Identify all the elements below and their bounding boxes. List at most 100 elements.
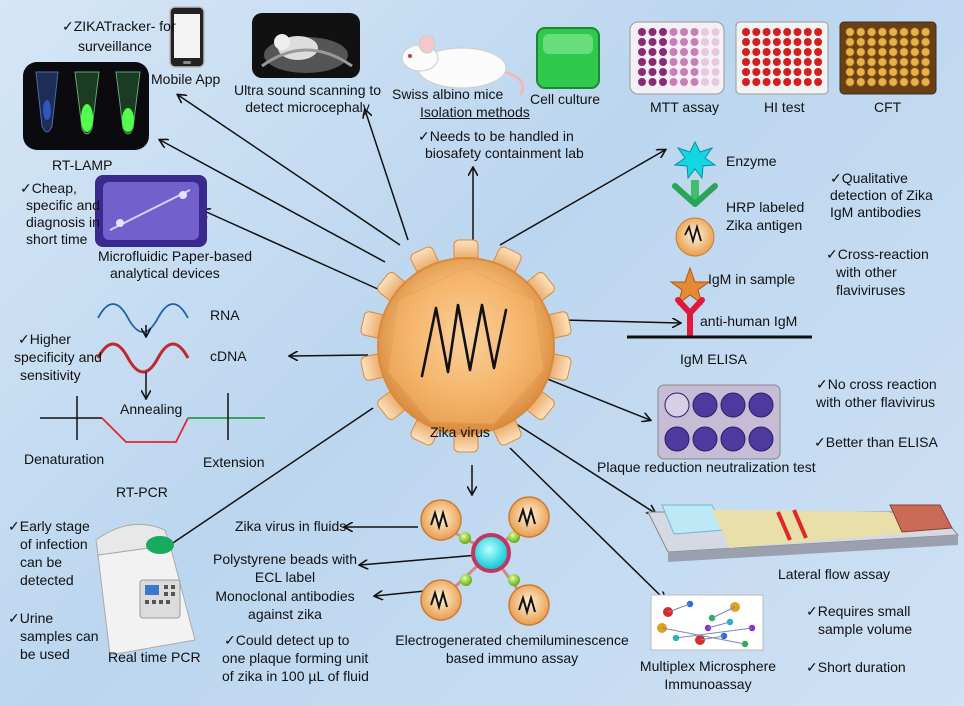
multiplex-microsphere-image xyxy=(650,594,764,651)
rt-lamp-tubes-image xyxy=(23,62,149,150)
hi-plate-image xyxy=(735,21,829,95)
rna-wave xyxy=(97,303,189,333)
monoclonal-label-2: against zika xyxy=(248,606,322,622)
rtpcr-diagram xyxy=(40,303,265,443)
real-time-pcr-label: Real time PCR xyxy=(108,649,201,665)
real-time-pcr-machine-image xyxy=(95,523,196,656)
cross-reaction-label-2: with other xyxy=(836,264,897,280)
ecl-label-1: Electrogenerated chemiluminescence xyxy=(395,632,629,648)
arrow-to-beads xyxy=(360,554,479,565)
mtt-label: MTT assay xyxy=(650,99,719,115)
could-detect-label-1: ✓Could detect up to xyxy=(224,632,350,648)
zika-virus-particle xyxy=(360,239,572,453)
arrow-to-ultrasound xyxy=(365,110,409,241)
arrow-to-rtlamp xyxy=(160,140,386,263)
urine-label-3: be used xyxy=(20,646,70,662)
arrow-to-rtpcr xyxy=(290,355,369,356)
cross-reaction-label-1: ✓Cross-reaction xyxy=(826,246,929,262)
qualitative-label-2: detection of Zika xyxy=(830,187,933,203)
needs-label-2: biosafety containment lab xyxy=(425,145,584,161)
mtt-plate-image xyxy=(629,21,725,95)
microfluidic-device-image xyxy=(95,175,207,247)
elisa-diagram xyxy=(627,140,812,339)
hrp-label-2: Zika antigen xyxy=(726,217,803,233)
enzyme-label: Enzyme xyxy=(726,153,777,169)
mobile-app-label: Mobile App xyxy=(151,71,221,87)
hrp-antibody-icon xyxy=(691,180,699,202)
ecl-bead-icon xyxy=(471,533,511,573)
cheap-label-2: specific and xyxy=(26,197,100,213)
arrow-to-real-time-pcr xyxy=(158,407,374,553)
mouse-image xyxy=(401,34,525,96)
no-cross-label-2: with other flavivirus xyxy=(816,394,936,410)
igm-sample-label: IgM in sample xyxy=(708,271,796,287)
prnt-label: Plaque reduction neutralization test xyxy=(597,459,816,475)
arrow-to-assays xyxy=(499,150,665,246)
denaturation-label: Denaturation xyxy=(24,451,105,467)
needs-label-1: ✓Needs to be handled in xyxy=(418,128,574,144)
arrow-to-multiplex xyxy=(509,447,665,600)
cft-plate-image xyxy=(839,21,937,95)
isolation-methods-label: Isolation methods xyxy=(420,104,530,120)
anti-human-igm-icon xyxy=(675,297,705,338)
cheap-label-1: ✓Cheap, xyxy=(20,180,77,196)
higher-label-2: specificity and xyxy=(14,349,102,365)
could-detect-label-3: of zika in 100 µL of fluid xyxy=(222,668,369,684)
no-cross-label-1: ✓No cross reaction xyxy=(816,376,937,392)
microfluidic-label-2: analytical devices xyxy=(110,265,220,281)
ultrasound-label-2: detect microcephaly xyxy=(245,99,370,115)
early-stage-label-3: can be xyxy=(20,554,63,570)
higher-label-1: ✓Higher xyxy=(18,331,71,347)
urine-label-1: ✓Urine xyxy=(8,610,54,626)
beads-label-1: Polystyrene beads with xyxy=(213,551,357,567)
qualitative-label-1: ✓Qualitative xyxy=(830,170,908,186)
ultrasound-label: Ultra sound scanning to xyxy=(233,82,382,98)
beads-label-2: ECL label xyxy=(254,569,316,585)
could-detect-label-2: one plaque forming unit xyxy=(222,650,369,666)
urine-label-2: samples can xyxy=(20,628,99,644)
anti-igm-label: anti-human IgM xyxy=(700,313,798,329)
early-stage-label-1: ✓Early stage xyxy=(8,518,90,534)
phone-icon xyxy=(169,6,205,68)
cheap-label-4: short time xyxy=(26,231,88,247)
arrow-to-mobile-app xyxy=(178,95,401,246)
mice-label: Swiss albino mice xyxy=(392,86,504,102)
rtlamp-label: RT-LAMP xyxy=(52,157,113,173)
rna-label: RNA xyxy=(210,307,240,323)
zika-virus-label: Zika virus xyxy=(430,424,490,440)
small-volume-label-2: sample volume xyxy=(818,621,913,637)
cdna-wave xyxy=(96,342,190,374)
extension-label: Extension xyxy=(203,454,265,470)
small-volume-label-1: ✓Requires small xyxy=(806,603,911,619)
zikatracker-label: ✓ZIKATracker- for xyxy=(62,18,176,34)
igm-elisa-label: IgM ELISA xyxy=(680,351,747,367)
zikatracker-label-2: surveillance xyxy=(78,38,152,54)
connection-arrows xyxy=(158,95,680,600)
cdna-label: cDNA xyxy=(210,348,247,364)
qualitative-label-3: IgM antibodies xyxy=(830,204,922,220)
microfluidic-label-1: Microfluidic Paper-based xyxy=(98,248,253,264)
hrp-label-1: HRP labeled xyxy=(726,199,805,215)
arrow-to-lateral-flow xyxy=(509,419,655,513)
early-stage-label-2: of infection xyxy=(20,536,88,552)
prnt-plate-image xyxy=(657,384,781,460)
arrow-to-elisa xyxy=(562,320,680,323)
arrow-to-prnt xyxy=(544,377,650,420)
annealing-label: Annealing xyxy=(120,401,183,417)
cell-culture-label: Cell culture xyxy=(530,91,601,107)
arrow-to-microfluidic xyxy=(202,210,381,291)
cross-reaction-label-3: flaviviruses xyxy=(836,282,906,298)
higher-label-3: sensitivity xyxy=(20,367,81,383)
hi-label: HI test xyxy=(764,99,805,115)
lateral-flow-strip-image xyxy=(647,504,960,562)
cheap-label-3: diagnosis in xyxy=(26,214,100,230)
short-duration-label: ✓Short duration xyxy=(806,659,906,675)
multiplex-label-2: Immunoassay xyxy=(664,676,752,692)
cft-label: CFT xyxy=(874,99,902,115)
cell-culture-image xyxy=(536,27,600,89)
rtpcr-label: RT-PCR xyxy=(116,484,168,500)
monoclonal-label-1: Monoclonal antibodies xyxy=(215,588,355,604)
ecl-label-2: based immuno assay xyxy=(445,650,579,666)
zika-in-fluids-label: Zika virus in fluids xyxy=(235,518,347,534)
